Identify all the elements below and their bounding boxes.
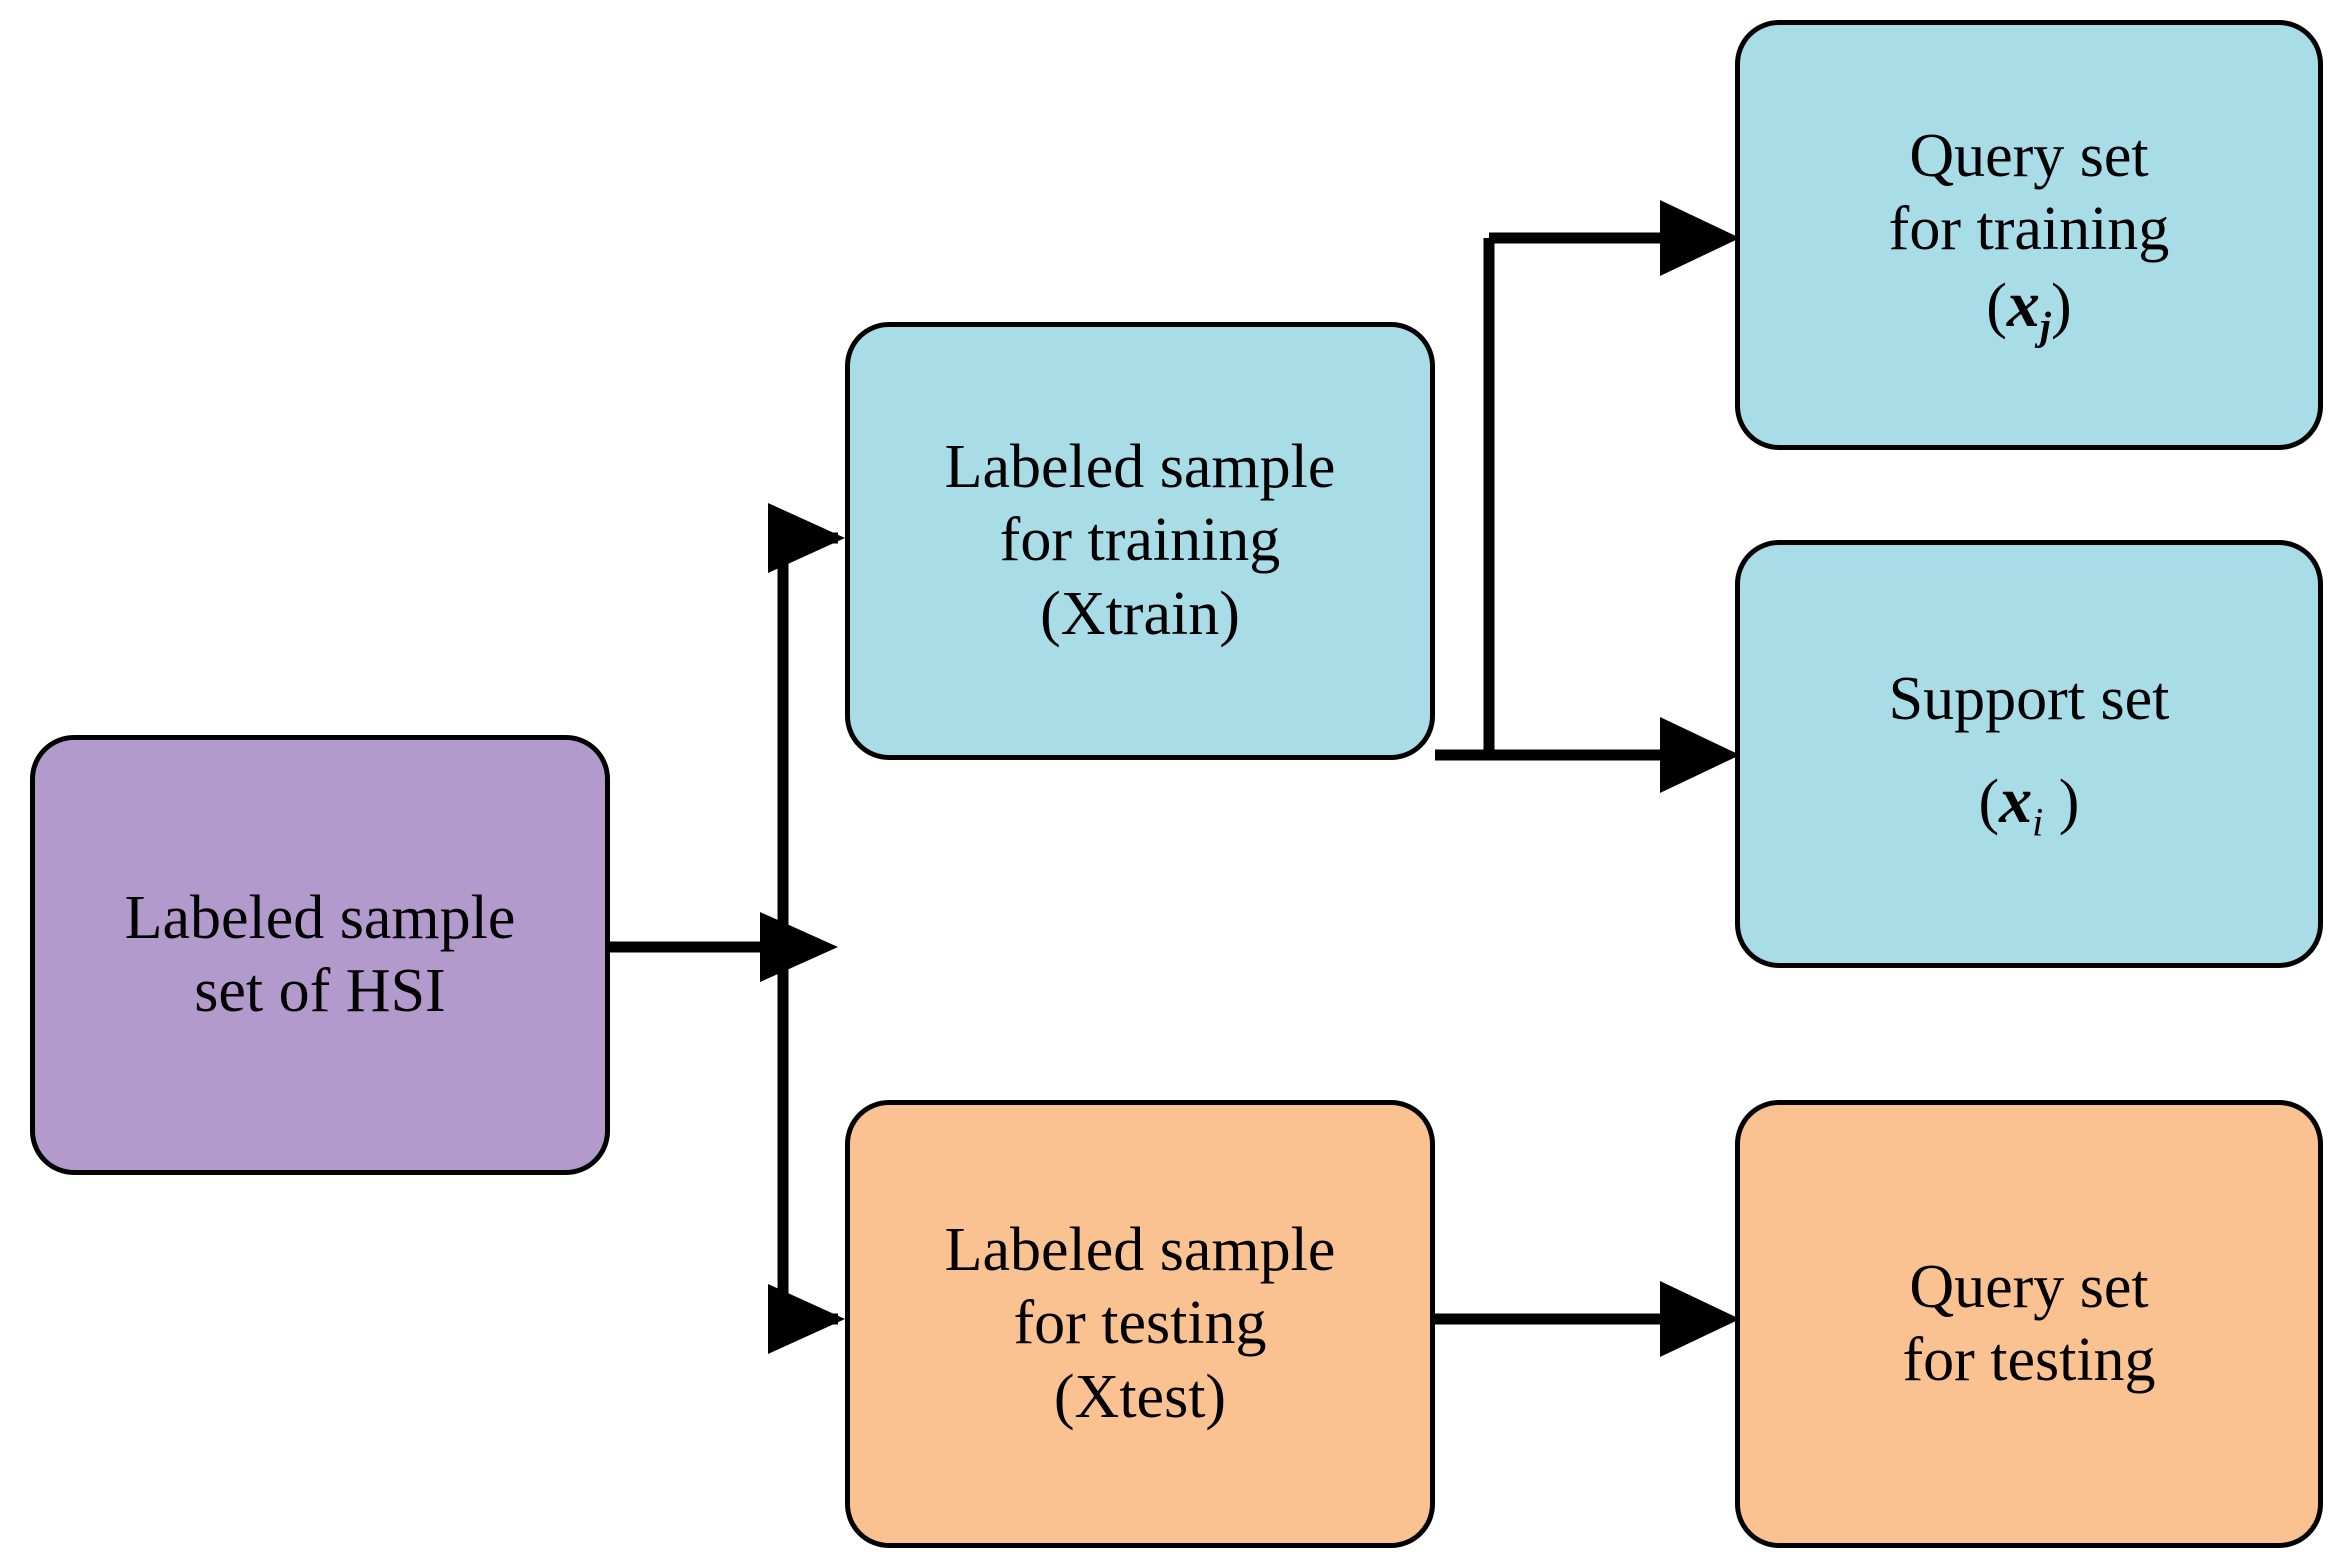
node-test-label: Labeled sample for testing (Xtest) [944, 1216, 1336, 1431]
node-labeled-sample-for-testing[interactable]: Labeled sample for testing (Xtest) [845, 1100, 1435, 1548]
variable-x: x [1999, 763, 2033, 837]
edge-split2-to-support [1489, 717, 1740, 793]
paren-close: ) [2043, 767, 2080, 836]
node-query-training-content: Query set for training (xj) [1875, 120, 2184, 350]
node-support-content: Support set (xi ) [1875, 663, 2184, 846]
edge-split2-to-query-training [1489, 200, 1740, 276]
variable-x: x [2006, 268, 2040, 342]
edge-split-to-train [768, 503, 845, 573]
subscript-j: j [2039, 303, 2052, 349]
node-query-training-symbol: (xj) [1875, 266, 2184, 350]
edge-test-to-query-testing [1435, 1281, 1740, 1357]
node-source-label: Labeled sample set of HSI [124, 883, 516, 1025]
node-support-set[interactable]: Support set (xi ) [1735, 540, 2323, 968]
node-support-symbol: (xi ) [1875, 762, 2184, 846]
paren-open: ( [1986, 272, 2007, 341]
paren-close: ) [2051, 272, 2072, 341]
paren-open: ( [1978, 767, 2000, 836]
edge-source-to-split [608, 912, 838, 982]
node-train-label: Labeled sample for training (Xtrain) [944, 433, 1336, 648]
edge-split-to-test [768, 1284, 845, 1354]
subscript-i: i [2032, 799, 2044, 845]
node-query-set-for-testing[interactable]: Query set for testing [1735, 1100, 2323, 1548]
node-query-testing-label: Query set for testing [1902, 1252, 2156, 1394]
node-support-label: Support set [1888, 664, 2170, 733]
node-query-set-for-training[interactable]: Query set for training (xj) [1735, 20, 2323, 450]
node-query-training-label: Query set for training [1888, 122, 2170, 264]
node-labeled-sample-set-of-hsi[interactable]: Labeled sample set of HSI [30, 735, 610, 1175]
node-labeled-sample-for-training[interactable]: Labeled sample for training (Xtrain) [845, 322, 1435, 760]
